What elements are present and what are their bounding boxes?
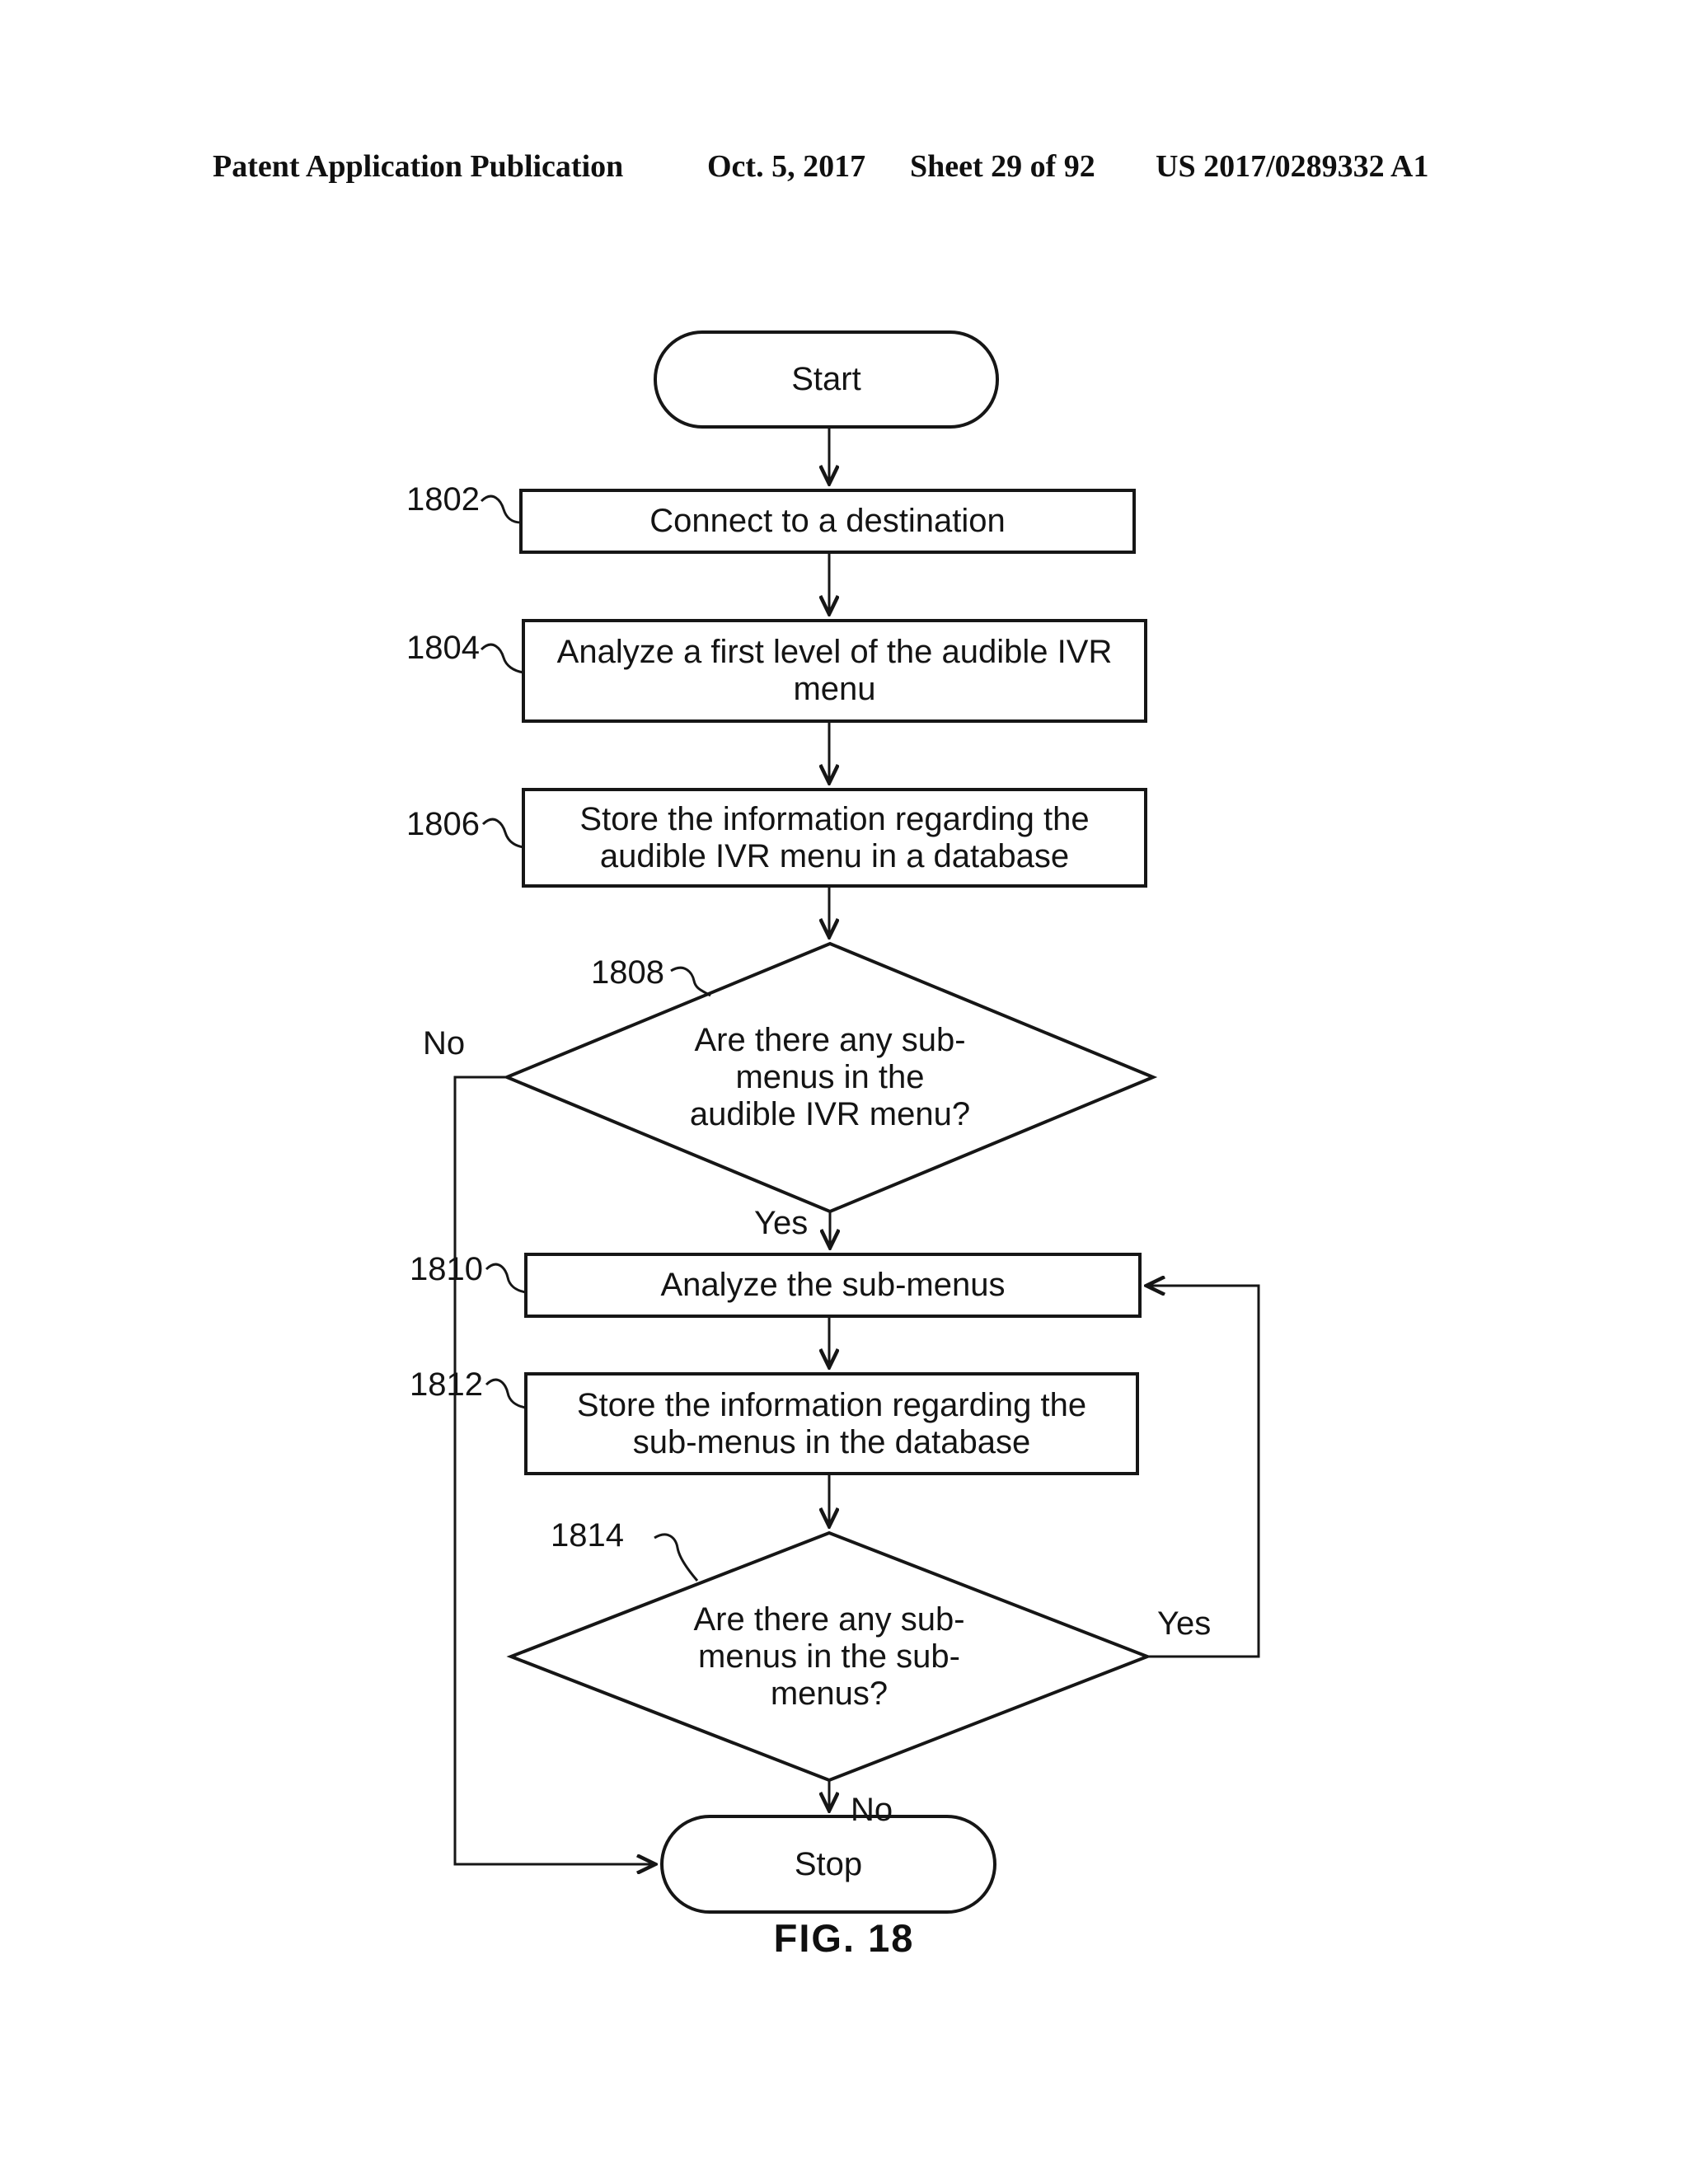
stop-terminator-shape bbox=[660, 1815, 996, 1914]
process-1802-label: Connect to a destination bbox=[649, 503, 1006, 539]
ref-connector-1808 bbox=[670, 966, 711, 997]
header-publication: Patent Application Publication bbox=[213, 149, 624, 184]
decision-1814-label: Are there any sub- menus in the sub- men… bbox=[693, 1601, 965, 1712]
process-1812-shape bbox=[524, 1372, 1139, 1475]
header-patent-number: US 2017/0289332 A1 bbox=[1156, 149, 1429, 184]
start-terminator-label: Start bbox=[791, 361, 861, 397]
ref-connector-1806 bbox=[481, 818, 524, 849]
ref-connector-1810 bbox=[485, 1263, 527, 1294]
process-1812-label: Store the information regarding the sub-… bbox=[576, 1386, 1087, 1460]
edge-1814-yes-loop-to-1810 bbox=[1147, 1286, 1260, 1658]
edge-label-yes-1808: Yes bbox=[754, 1205, 809, 1241]
start-terminator-shape bbox=[654, 330, 999, 429]
process-1806-shape bbox=[522, 788, 1147, 888]
process-1804-shape bbox=[522, 619, 1147, 723]
process-1810-label: Analyze the sub-menus bbox=[660, 1267, 1006, 1303]
process-1806-label: Store the information regarding the audi… bbox=[579, 800, 1090, 874]
edge-1808-no-loop-to-stop bbox=[453, 1076, 654, 1864]
ref-label-1806: 1806 bbox=[406, 806, 480, 842]
process-1804-label: Analyze a first level of the audible IVR… bbox=[556, 634, 1113, 707]
figure-caption: FIG. 18 bbox=[773, 1916, 915, 1960]
ref-label-1814: 1814 bbox=[551, 1517, 624, 1554]
ref-label-1802: 1802 bbox=[406, 481, 480, 518]
ref-label-1812: 1812 bbox=[410, 1366, 483, 1403]
ref-connector-1804 bbox=[480, 643, 524, 674]
header-date: Oct. 5, 2017 bbox=[707, 149, 866, 184]
ref-connector-1814 bbox=[654, 1533, 699, 1582]
ref-connector-1812 bbox=[485, 1378, 527, 1409]
ref-label-1808: 1808 bbox=[591, 954, 664, 991]
header-sheet-number: Sheet 29 of 92 bbox=[910, 149, 1095, 184]
edge-label-no-1814: No bbox=[851, 1792, 893, 1828]
decision-1808-label: Are there any sub- menus in the audible … bbox=[689, 1022, 971, 1132]
edge-label-no-1808: No bbox=[423, 1025, 466, 1062]
stop-terminator-label: Stop bbox=[794, 1845, 863, 1882]
ref-label-1810: 1810 bbox=[410, 1251, 483, 1287]
ref-label-1804: 1804 bbox=[406, 630, 480, 666]
process-1810-shape bbox=[524, 1253, 1142, 1318]
ref-connector-1802 bbox=[480, 494, 522, 524]
edge-label-yes-1814: Yes bbox=[1157, 1605, 1212, 1642]
